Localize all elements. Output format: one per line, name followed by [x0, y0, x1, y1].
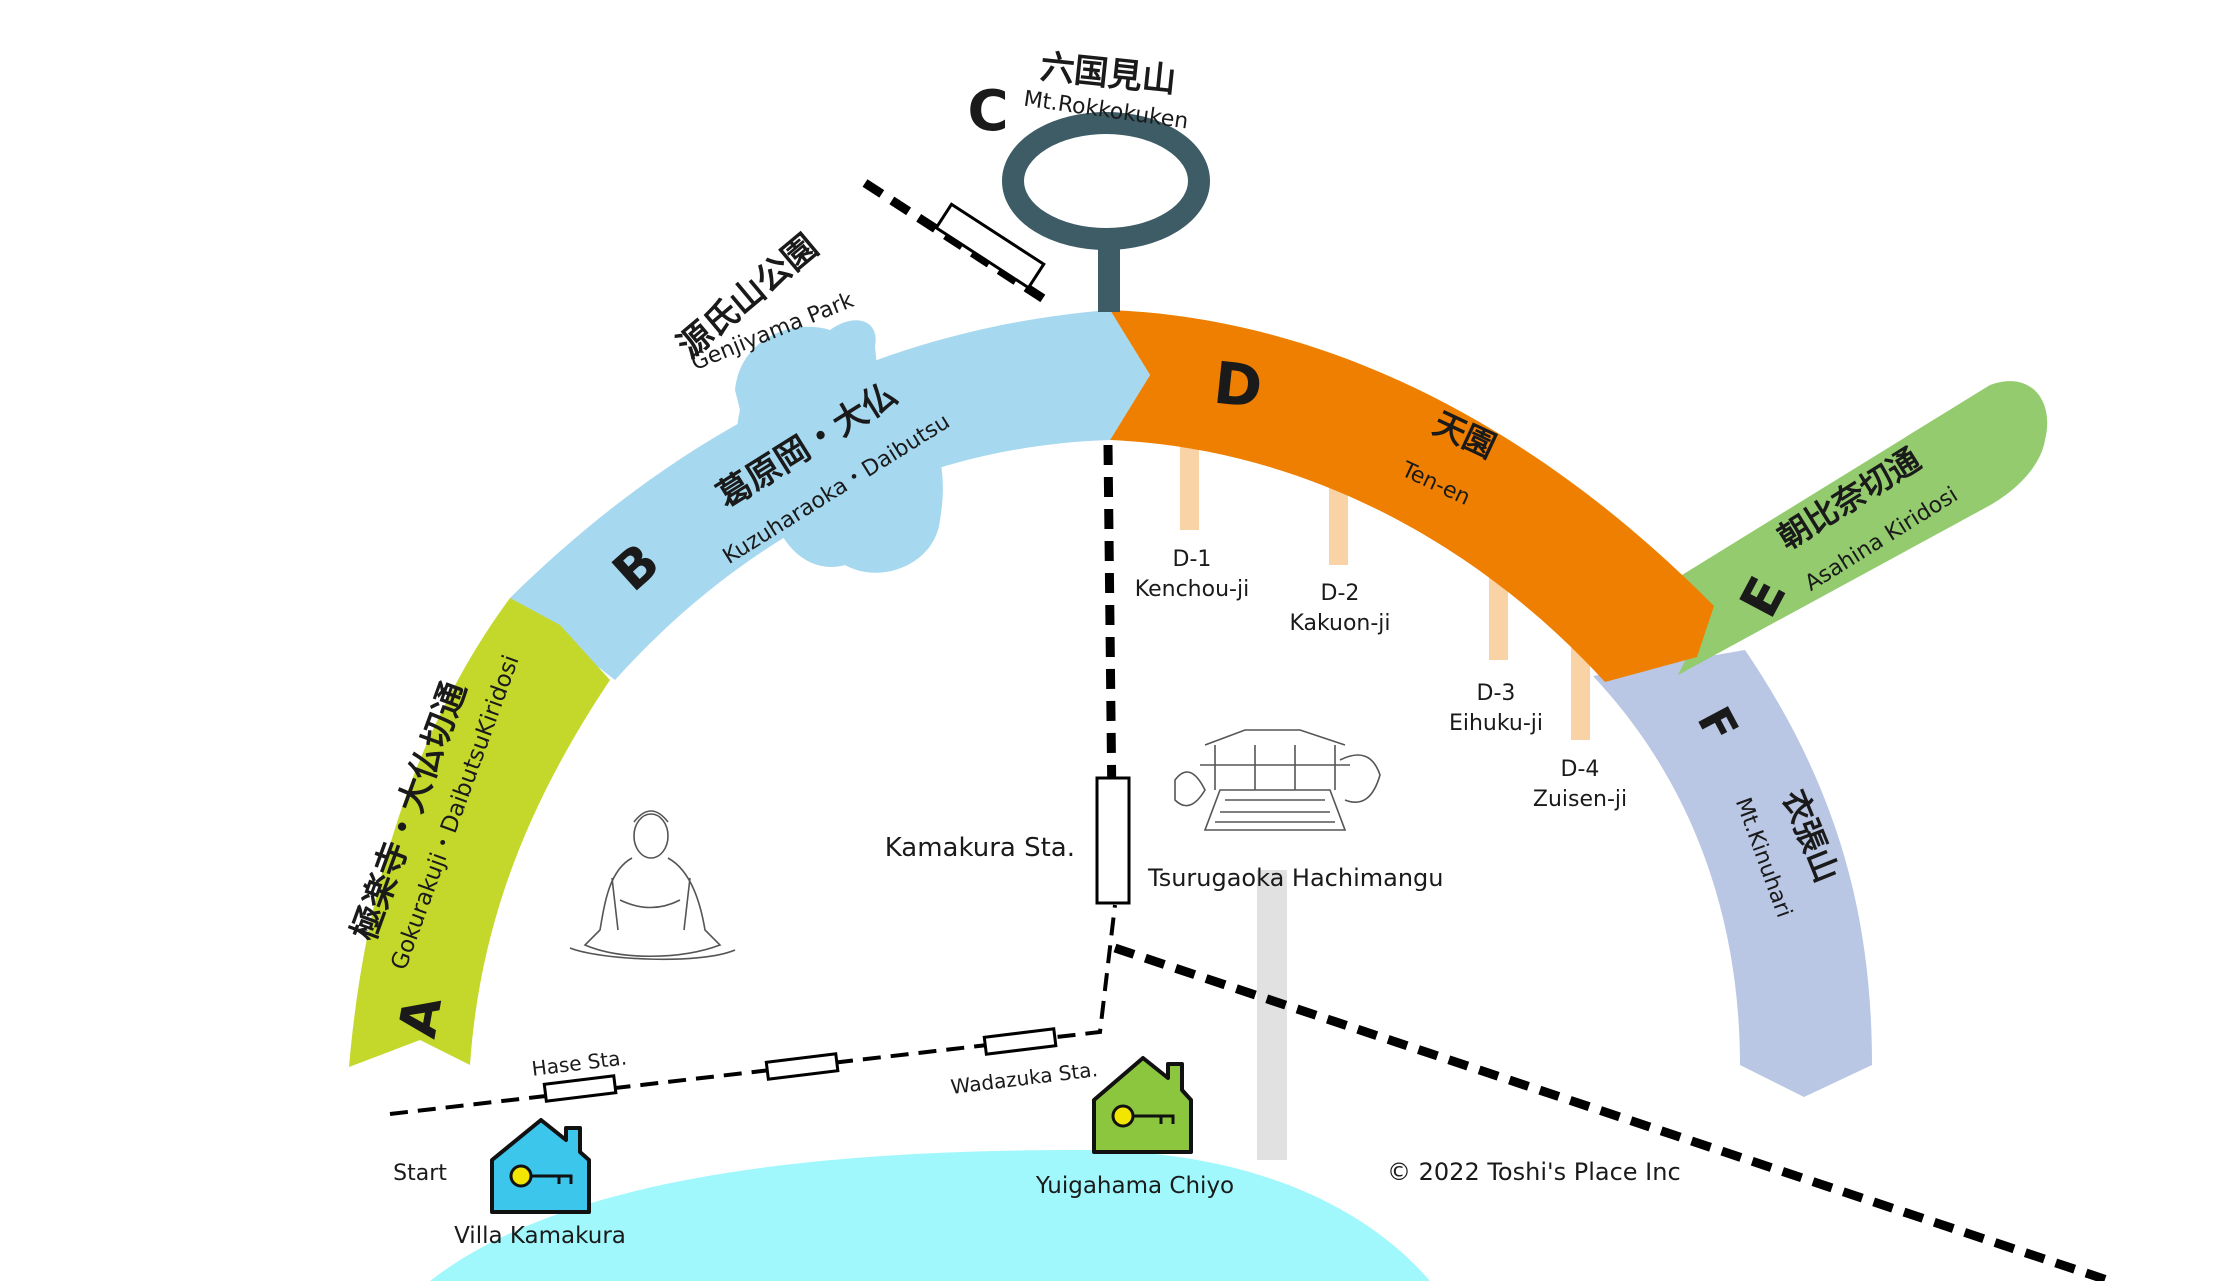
d1-path [1180, 440, 1199, 530]
copyright: © 2022 Toshi's Place Inc [1387, 1158, 1681, 1186]
d2-code: D-2 [1321, 581, 1360, 606]
segment-f[interactable] [1593, 650, 1872, 1097]
shrine-illustration [1174, 729, 1381, 831]
shrine-approach-road [1257, 870, 1287, 1160]
segment-d[interactable] [1110, 310, 1714, 682]
mid-station-box[interactable] [764, 1052, 840, 1081]
genjiyama-park-area [735, 320, 943, 573]
kamakura-station-box[interactable] [1095, 776, 1131, 905]
sea-area [430, 1150, 1430, 1281]
great-buddha-illustration [569, 810, 736, 961]
d3-code: D-3 [1477, 681, 1516, 706]
yuigahama-chiyo-label: Yuigahama Chiyo [1035, 1173, 1234, 1199]
villa-kamakura-house-icon[interactable] [490, 1118, 591, 1214]
enoden-rail [389, 904, 1117, 1116]
wadazuka-station-box[interactable] [982, 1027, 1058, 1056]
d3-name: Eihuku-ji [1449, 711, 1543, 736]
hase-station-box[interactable] [542, 1074, 618, 1103]
yuigahama-chiyo-house-icon[interactable] [1092, 1056, 1193, 1154]
d1-name: Kenchou-ji [1135, 577, 1249, 602]
d4-name: Zuisen-ji [1533, 787, 1627, 812]
d2-name: Kakuon-ji [1289, 611, 1390, 636]
mt-rokkokuken-pole [1098, 237, 1120, 312]
yokosuka-rail-south [1113, 943, 2112, 1281]
mt-rokkokuken-ring[interactable] [1002, 112, 1210, 250]
kamakura-station-label: Kamakura Sta. [885, 833, 1075, 863]
segment-c-letter: C [967, 79, 1008, 144]
segment-e[interactable] [1678, 381, 2048, 675]
wadazuka-station-label: Wadazuka Sta. [949, 1057, 1099, 1099]
yokosuka-rail-north [1103, 444, 1118, 901]
segment-a[interactable] [349, 598, 610, 1067]
d4-code: D-4 [1561, 757, 1600, 782]
tsurugaoka-label: Tsurugaoka Hachimangu [1147, 864, 1444, 892]
villa-kamakura-label: Villa Kamakura [454, 1223, 626, 1249]
segment-d-letter: D [1210, 349, 1265, 422]
start-label: Start [393, 1161, 447, 1186]
d1-code: D-1 [1173, 547, 1212, 572]
kita-kamakura-station-box[interactable] [934, 202, 1046, 290]
